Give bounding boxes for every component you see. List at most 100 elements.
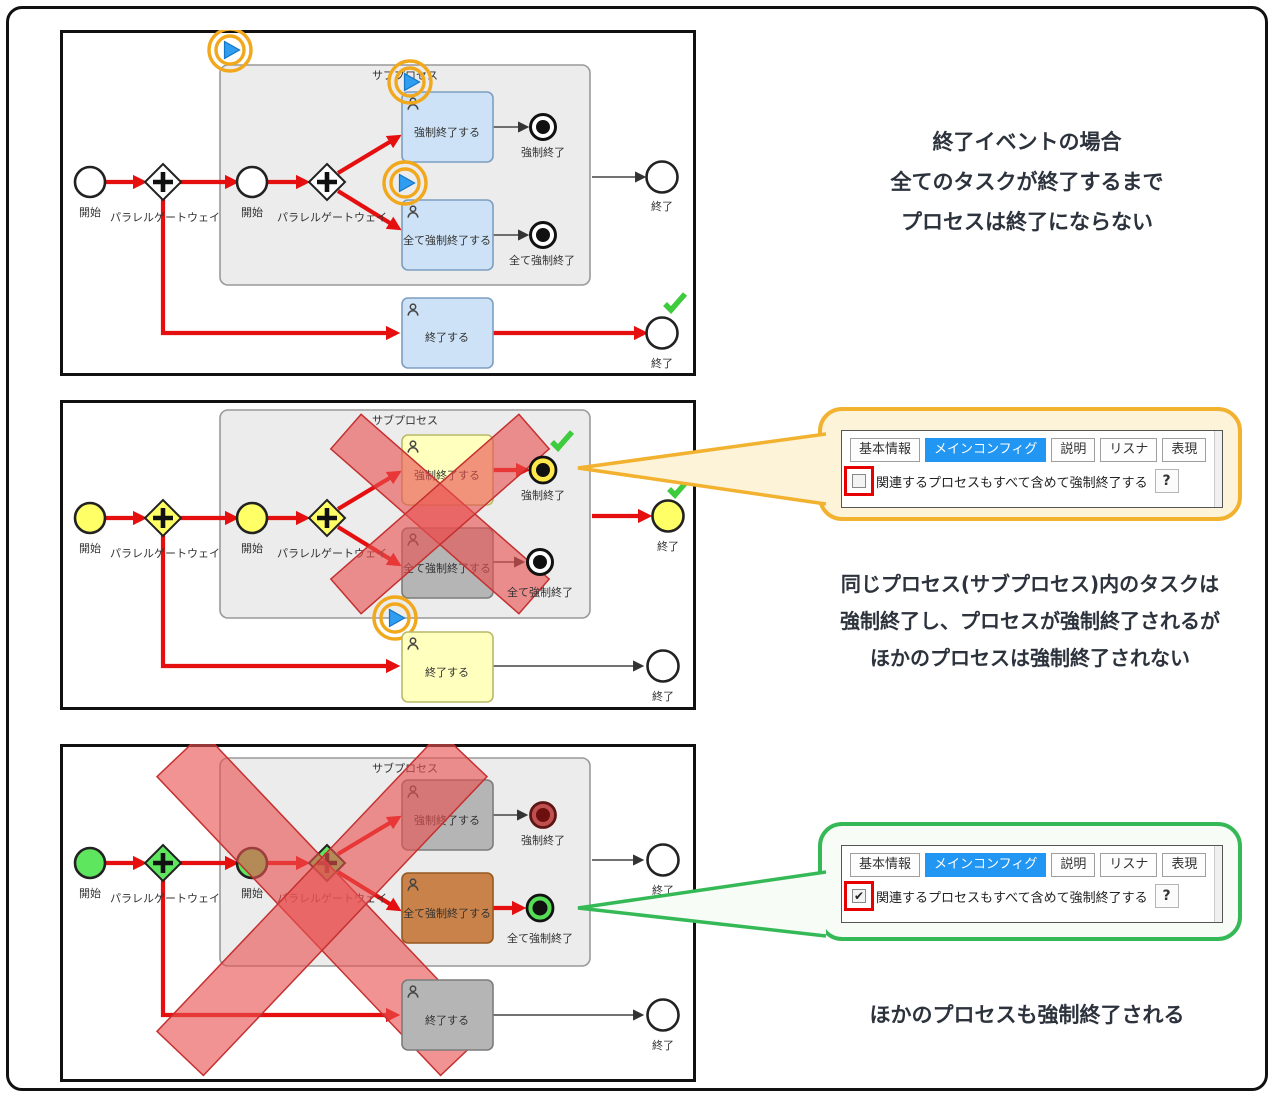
end-event-core — [536, 228, 550, 242]
checkbox-label: 関連するプロセスもすべて含めて強制終了する — [876, 890, 1148, 906]
start-label: 開始 — [241, 541, 263, 555]
config-checkbox-row: ✔ 関連するプロセスもすべて含めて強制終了する ? — [844, 881, 1222, 911]
gateway-label: パラレルゲートウェイ — [110, 211, 220, 224]
token-icon — [372, 595, 418, 641]
parallel-gateway — [307, 162, 347, 202]
tab-listener[interactable]: リスナ — [1100, 853, 1158, 877]
token-icon — [382, 160, 428, 206]
start-event — [235, 165, 269, 199]
tab-basic-info[interactable]: 基本情報 — [850, 438, 921, 462]
callout-pointer — [577, 870, 826, 938]
person-icon — [407, 303, 419, 316]
end-label: 全て強制終了 — [507, 931, 573, 945]
subprocess-label: サブプロセス — [372, 413, 438, 427]
note-line: 同じプロセス(サブプロセス)内のタスクは — [840, 572, 1220, 596]
diagram-panel-force-quit-checked: サブプロセス 開始 パラレルゲートウェイ 開始 パラレルゲートウェイ 強制終了す… — [60, 744, 696, 1082]
start-event — [73, 165, 107, 199]
note-line: 強制終了し、プロセスが強制終了されるが — [840, 609, 1220, 633]
checkbox-highlight: ✔ — [844, 881, 874, 911]
task-label: 強制終了する — [414, 125, 480, 139]
parallel-gateway — [143, 162, 183, 202]
parallel-gateway — [143, 498, 183, 538]
check-icon — [550, 430, 575, 453]
sequence-flow — [160, 880, 401, 1023]
note-line: 全てのタスクが終了するまで — [890, 170, 1164, 194]
start-label: 開始 — [79, 886, 101, 900]
end-event-bottom — [646, 649, 680, 683]
diagram-panel-force-quit-unchecked: サブプロセス 開始 パラレルゲートウェイ 開始 パラレルゲートウェイ 強制終了す… — [60, 400, 696, 710]
task-force-quit-all — [401, 199, 494, 271]
end-event-bottom — [645, 316, 679, 350]
start-label: 開始 — [241, 205, 263, 219]
checkbox-highlight — [844, 466, 874, 496]
person-icon — [407, 878, 419, 891]
force-quit-all-checkbox-checked[interactable]: ✔ — [852, 889, 866, 903]
sequence-flow — [160, 535, 401, 674]
end-label: 終了 — [652, 689, 674, 703]
note-line: 終了イベントの場合 — [932, 130, 1122, 154]
person-icon — [407, 985, 419, 998]
tab-main-config[interactable]: メインコンフィグ — [925, 853, 1047, 877]
end-label: 強制終了 — [521, 145, 565, 159]
page-border — [6, 6, 1268, 1091]
sequence-flow — [336, 134, 402, 175]
end-label: 全て強制終了 — [509, 253, 575, 267]
config-tab-bar: 基本情報 メインコンフィグ 説明 リスナ 表現 — [850, 438, 1222, 462]
help-button[interactable]: ? — [1154, 884, 1179, 908]
end-label: 終了 — [651, 356, 673, 370]
note-line: ほかのプロセスも強制終了される — [869, 1003, 1185, 1027]
config-screenshot: 基本情報 メインコンフィグ 説明 リスナ 表現 ✔ 関連するプロセスもすべて含め… — [841, 845, 1223, 923]
x-mark-overlay — [329, 413, 551, 615]
end-event-core — [536, 463, 550, 477]
note-force-quit-checked: ほかのプロセスも強制終了される — [802, 998, 1252, 1032]
help-button[interactable]: ? — [1154, 469, 1179, 493]
force-quit-all-checkbox-unchecked[interactable] — [852, 474, 866, 488]
diagram-panel-end-event: サブプロセス 開始 パラレルゲートウェイ 開始 パラレルゲートウェイ 強制 — [60, 30, 696, 376]
check-icon — [663, 292, 688, 315]
gateway-label: パラレルゲートウェイ — [110, 892, 220, 905]
task-force-quit-all — [401, 872, 494, 944]
person-icon — [407, 440, 419, 453]
parallel-gateway — [307, 498, 347, 538]
tab-expression[interactable]: 表現 — [1162, 853, 1207, 877]
task-finish — [401, 297, 494, 369]
token-icon — [207, 30, 253, 73]
note-end-event: 終了イベントの場合 全てのタスクが終了するまで プロセスは終了にならない — [802, 122, 1252, 242]
gateway-label: パラレルゲートウェイ — [110, 547, 220, 560]
start-label: 開始 — [241, 886, 263, 900]
end-event-core — [536, 808, 550, 822]
end-event-bottom — [646, 998, 680, 1032]
task-label: 終了する — [425, 1013, 469, 1027]
end-event-core — [533, 555, 547, 569]
task-label: 全て強制終了する — [403, 906, 491, 920]
task-label: 全て強制終了する — [403, 233, 491, 247]
end-event-core — [532, 900, 548, 916]
end-event-outer — [646, 843, 680, 877]
scrollbar[interactable] — [1214, 431, 1222, 507]
tab-basic-info[interactable]: 基本情報 — [850, 853, 921, 877]
person-icon — [407, 637, 419, 650]
callout-unchecked: 基本情報 メインコンフィグ 説明 リスナ 表現 関連するプロセスもすべて含めて強… — [818, 407, 1242, 521]
task-finish — [401, 979, 494, 1051]
end-label: 強制終了 — [521, 833, 565, 847]
task-label: 終了する — [425, 330, 469, 344]
tab-expression[interactable]: 表現 — [1162, 438, 1207, 462]
token-icon — [387, 59, 433, 105]
start-event — [235, 501, 269, 535]
task-finish — [401, 631, 494, 703]
end-label: 終了 — [652, 1038, 674, 1052]
parallel-gateway — [143, 843, 183, 883]
start-label: 開始 — [79, 541, 101, 555]
config-screenshot: 基本情報 メインコンフィグ 説明 リスナ 表現 関連するプロセスもすべて含めて強… — [841, 430, 1223, 508]
note-line: プロセスは終了にならない — [901, 210, 1153, 234]
scrollbar[interactable] — [1214, 846, 1222, 922]
tab-description[interactable]: 説明 — [1051, 853, 1096, 877]
sequence-flow — [160, 199, 401, 341]
tab-listener[interactable]: リスナ — [1100, 438, 1158, 462]
callout-checked: 基本情報 メインコンフィグ 説明 リスナ 表現 ✔ 関連するプロセスもすべて含め… — [818, 822, 1242, 941]
tab-main-config[interactable]: メインコンフィグ — [925, 438, 1047, 462]
task-label: 終了する — [425, 665, 469, 679]
tab-description[interactable]: 説明 — [1051, 438, 1096, 462]
checkbox-label: 関連するプロセスもすべて含めて強制終了する — [876, 475, 1148, 491]
